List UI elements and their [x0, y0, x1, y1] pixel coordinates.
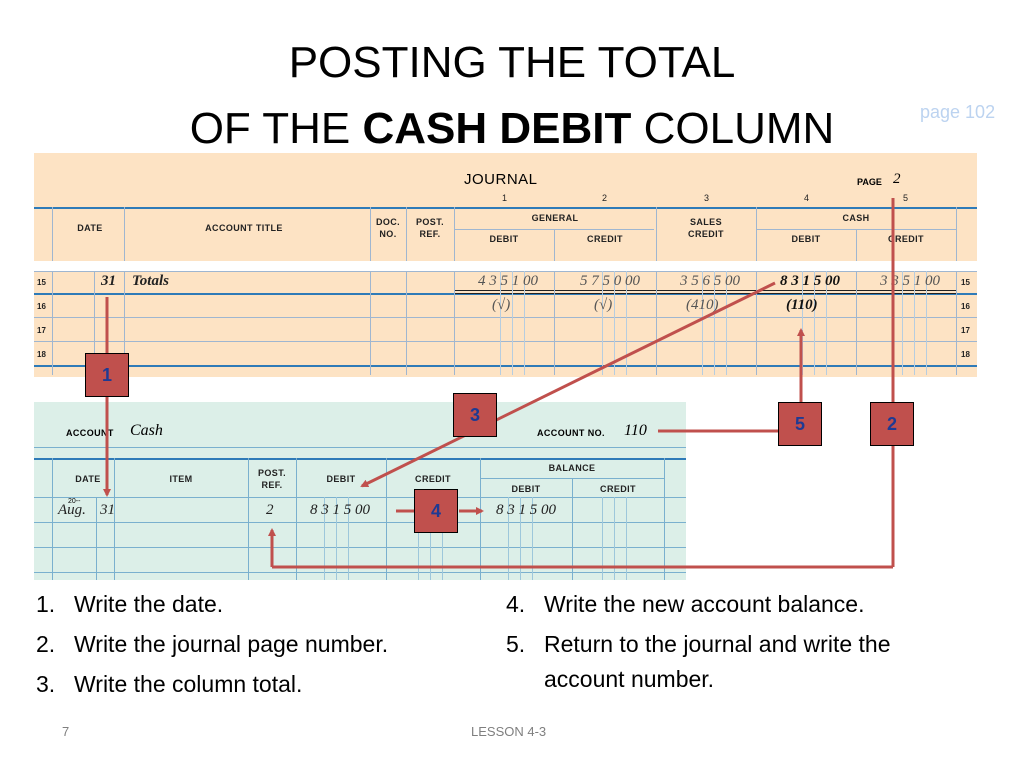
ledger-col-balance: BALANCE	[548, 463, 596, 473]
step-1: 1. Write the date.	[36, 587, 476, 622]
step-3-number: 3.	[36, 671, 56, 697]
row-number-17: 17	[37, 326, 46, 335]
step-1-number: 1.	[36, 591, 56, 617]
journal-header: JOURNAL PAGE 2 1 2 3 4 5 DATE ACCOUNT TI…	[34, 153, 977, 261]
account-name: Cash	[130, 422, 163, 439]
journal-page-number: 2	[893, 171, 901, 187]
ledger-col-balance-credit: CREDIT	[600, 484, 636, 494]
col-general-debit: DEBIT	[489, 234, 519, 244]
account-label: ACCOUNT	[66, 428, 114, 438]
col-cash-debit: DEBIT	[791, 234, 821, 244]
row-number-15: 15	[37, 278, 46, 287]
callout-step-5: 5	[778, 402, 822, 446]
title-line-1: POSTING THE TOTAL	[288, 38, 736, 87]
ledger-month: Aug.	[58, 502, 86, 518]
step-5: 5. Return to the journal and write the ac…	[506, 627, 946, 697]
row-number-16: 16	[37, 302, 46, 311]
account-number: 110	[624, 422, 647, 439]
ledger-balance-debit: 8 3 1 5 00	[496, 502, 556, 518]
callout-step-3: 3	[453, 393, 497, 437]
step-3: 3. Write the column total.	[36, 667, 476, 702]
callout-step-2: 2	[870, 402, 914, 446]
journal-rows: 15 16 17 18 15 16 17 18 31 Totals 4 3 5 …	[34, 271, 977, 375]
col-number-1: 1	[502, 193, 508, 203]
account-no-label: ACCOUNT NO.	[537, 428, 605, 438]
steps-right: 4. Write the new account balance. 5. Retur…	[506, 587, 946, 697]
col-doc-no-2: NO.	[379, 229, 397, 239]
col-post-ref-1: POST.	[415, 217, 444, 227]
lesson-footer: LESSON 4-3	[471, 724, 547, 739]
step-4-number: 4.	[506, 591, 526, 617]
ledger-col-credit: CREDIT	[415, 474, 451, 484]
slide-number: 7	[62, 724, 70, 739]
title-prefix: OF THE	[189, 104, 363, 153]
arrow-column-total	[360, 281, 776, 488]
col-general-credit: CREDIT	[587, 234, 623, 244]
ledger-col-balance-debit: DEBIT	[511, 484, 541, 494]
row-number-16-right: 16	[961, 302, 970, 311]
step-4: 4. Write the new account balance.	[506, 587, 946, 622]
ledger-day: 31	[100, 502, 115, 518]
col-post-ref-2: REF.	[419, 229, 441, 239]
step-5-number: 5.	[506, 631, 526, 657]
total-cash-debit: 8 3 1 5 00	[780, 273, 840, 289]
journal-form: JOURNAL PAGE 2 1 2 3 4 5 DATE ACCOUNT TI…	[34, 153, 977, 377]
col-number-5: 5	[903, 193, 909, 203]
ledger-post-ref: 2	[266, 502, 274, 518]
page-label: PAGE	[857, 177, 882, 187]
totals-day: 31	[101, 273, 116, 289]
step-5-text: Return to the journal and write the acco…	[544, 631, 891, 692]
col-doc-no-1: DOC.	[375, 217, 401, 227]
title-bold: CASH DEBIT	[362, 104, 632, 153]
col-cash-credit: CREDIT	[888, 234, 924, 244]
col-account-title: ACCOUNT TITLE	[205, 223, 283, 233]
row-number-17-right: 17	[961, 326, 970, 335]
post-ref-general-debit: (√)	[492, 297, 511, 313]
ledger-col-debit: DEBIT	[326, 474, 356, 484]
col-sales-credit-1: SALES	[689, 217, 722, 227]
post-ref-general-credit: (√)	[594, 297, 613, 313]
ledger-col-item: ITEM	[169, 474, 193, 484]
page-reference: page 102	[920, 102, 996, 122]
row-number-15-right: 15	[961, 278, 970, 287]
ledger-col-date: DATE	[75, 474, 101, 484]
ledger-debit-amount: 8 3 1 5 00	[310, 502, 370, 518]
total-general-debit: 4 3 5 1 00	[478, 273, 538, 289]
step-3-text: Write the column total.	[74, 671, 303, 697]
step-1-text: Write the date.	[74, 591, 224, 617]
col-number-4: 4	[804, 193, 810, 203]
steps-left: 1. Write the date. 2. Write the journal pa…	[36, 587, 476, 702]
ledger-col-post-ref-1: POST.	[257, 468, 286, 478]
title-suffix: COLUMN	[631, 104, 835, 153]
col-general: GENERAL	[531, 213, 579, 223]
step-2: 2. Write the journal page number.	[36, 627, 476, 662]
callout-step-1: 1	[85, 353, 129, 397]
ledger-account-form: ACCOUNT Cash ACCOUNT NO. 110 DATE ITEM P…	[34, 402, 686, 580]
col-cash: CASH	[842, 213, 870, 223]
ledger-year: 20--	[68, 498, 81, 505]
row-number-18-right: 18	[961, 350, 970, 359]
callout-step-4: 4	[414, 489, 458, 533]
post-ref-sales-credit: (410)	[686, 297, 719, 313]
journal-name: JOURNAL	[464, 171, 538, 188]
title-line-2: OF THE CASH DEBIT COLUMN	[0, 102, 1024, 156]
total-general-credit: 5 7 5 0 00	[580, 273, 640, 289]
col-number-3: 3	[704, 193, 710, 203]
col-number-2: 2	[602, 193, 608, 203]
ledger-col-post-ref-2: REF.	[261, 480, 283, 490]
post-ref-cash-debit: (110)	[786, 297, 818, 313]
total-sales-credit: 3 5 6 5 00	[680, 273, 740, 289]
step-2-text: Write the journal page number.	[74, 631, 389, 657]
step-4-text: Write the new account balance.	[544, 591, 865, 617]
step-2-number: 2.	[36, 631, 56, 657]
col-sales-credit-2: CREDIT	[688, 229, 724, 239]
total-cash-credit: 3 3 5 1 00	[880, 273, 940, 289]
row-number-18: 18	[37, 350, 46, 359]
totals-title: Totals	[132, 273, 169, 289]
col-date: DATE	[77, 223, 103, 233]
